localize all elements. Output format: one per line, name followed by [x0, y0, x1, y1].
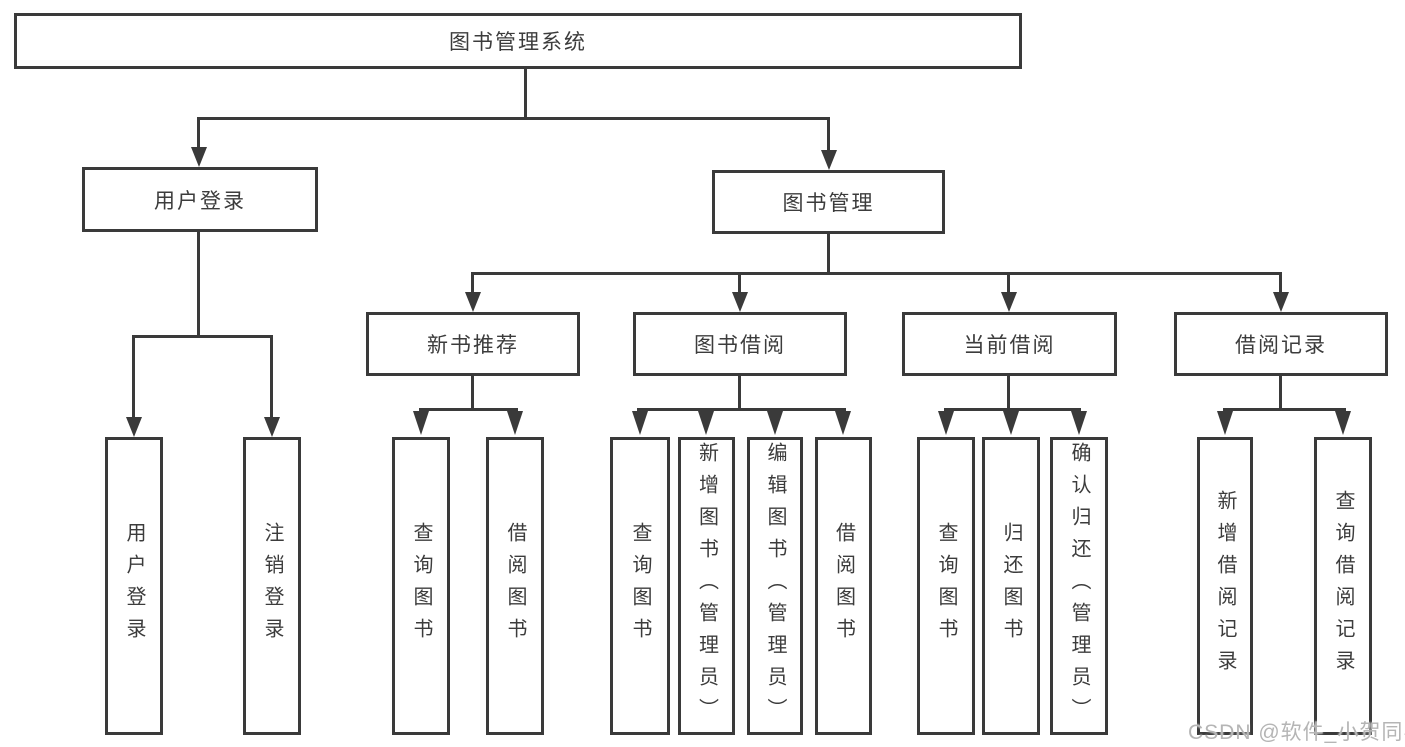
- node-label: 编辑图书（管理员）: [764, 442, 786, 730]
- arrowhead-down-icon: [835, 411, 851, 435]
- connector-to-book-borrow: [738, 272, 741, 298]
- connector-current-borrow-stem: [1007, 374, 1010, 410]
- node-label: 用户登录: [154, 189, 246, 213]
- connector-borrow-records-stem: [1279, 374, 1282, 410]
- leaf-logout: 注销登录: [243, 437, 301, 735]
- node-label: 借阅图书: [832, 522, 855, 650]
- leaf-query-books-2: 查询图书: [610, 437, 670, 735]
- connector-current-borrow-branch: [944, 408, 1081, 411]
- node-user-login: 用户登录: [82, 167, 318, 232]
- node-label: 确认归还（管理员）: [1068, 442, 1090, 730]
- connector-book-borrow-stem: [738, 374, 741, 410]
- arrowhead-down-icon: [632, 411, 648, 435]
- node-label: 新书推荐: [427, 334, 519, 357]
- connector-to-new-book: [471, 272, 474, 298]
- node-label: 当前借阅: [963, 334, 1056, 357]
- connector-to-leaf-user-login: [132, 335, 135, 421]
- arrowhead-down-icon: [732, 292, 748, 312]
- node-new-book-recommend: 新书推荐: [366, 312, 580, 376]
- arrowhead-down-icon: [1217, 411, 1233, 435]
- node-book-borrow: 图书借阅: [633, 312, 847, 376]
- node-current-borrow: 当前借阅: [902, 312, 1117, 376]
- node-label: 图书借阅: [694, 334, 786, 357]
- arrowhead-down-icon: [264, 417, 280, 437]
- arrowhead-down-icon: [126, 417, 142, 437]
- node-label: 图书管理: [782, 192, 875, 215]
- node-label: 用户登录: [123, 522, 145, 650]
- leaf-confirm-return-admin: 确认归还（管理员）: [1050, 437, 1108, 735]
- connector-root-stem: [524, 69, 527, 118]
- connector-to-user-login: [197, 117, 200, 153]
- node-label: 借阅图书: [504, 522, 526, 650]
- connector-user-login-branch: [132, 335, 273, 338]
- node-label: 新增图书（管理员）: [695, 442, 718, 730]
- arrowhead-down-icon: [465, 292, 481, 312]
- connector-new-book-branch: [419, 408, 518, 411]
- node-label: 查询图书: [935, 522, 957, 650]
- arrowhead-down-icon: [1071, 411, 1087, 435]
- leaf-add-borrow-record: 新增借阅记录: [1197, 437, 1253, 735]
- node-borrow-records: 借阅记录: [1174, 312, 1388, 376]
- connector-borrow-records-branch: [1223, 408, 1346, 411]
- node-label: 注销登录: [261, 522, 283, 650]
- leaf-add-book-admin: 新增图书（管理员）: [678, 437, 735, 735]
- node-label: 借阅记录: [1235, 334, 1327, 357]
- leaf-user-login: 用户登录: [105, 437, 163, 735]
- node-label: 查询借阅记录: [1332, 490, 1354, 682]
- connector-book-management-stem: [827, 233, 830, 275]
- node-label: 查询图书: [629, 522, 651, 650]
- connector-to-book-management: [827, 117, 830, 155]
- node-label: 新增借阅记录: [1214, 490, 1236, 682]
- connector-root-branch: [197, 117, 830, 120]
- arrowhead-down-icon: [1001, 292, 1017, 312]
- leaf-borrow-books-2: 借阅图书: [815, 437, 872, 735]
- arrowhead-down-icon: [1335, 411, 1351, 435]
- connector-new-book-stem: [471, 374, 474, 410]
- leaf-borrow-books-1: 借阅图书: [486, 437, 544, 735]
- leaf-return-book: 归还图书: [982, 437, 1040, 735]
- leaf-query-books-1: 查询图书: [392, 437, 450, 735]
- arrowhead-down-icon: [767, 411, 783, 435]
- leaf-query-borrow-record: 查询借阅记录: [1314, 437, 1372, 735]
- arrowhead-down-icon: [413, 411, 429, 435]
- arrowhead-down-icon: [698, 411, 714, 435]
- connector-user-login-stem: [197, 231, 200, 336]
- node-label: 归还图书: [1000, 522, 1022, 650]
- connector-to-borrow-records: [1279, 272, 1282, 298]
- arrowhead-down-icon: [1273, 292, 1289, 312]
- arrowhead-down-icon: [507, 411, 523, 435]
- connector-to-current-borrow: [1007, 272, 1010, 298]
- node-label: 查询图书: [410, 522, 432, 650]
- node-book-management: 图书管理: [712, 170, 945, 234]
- arrowhead-down-icon: [821, 150, 837, 170]
- arrowhead-down-icon: [938, 411, 954, 435]
- leaf-query-books-3: 查询图书: [917, 437, 975, 735]
- arrowhead-down-icon: [1003, 411, 1019, 435]
- node-label: 图书管理系统: [449, 31, 587, 54]
- connector-to-leaf-logout: [270, 335, 273, 421]
- connector-book-borrow-branch: [637, 408, 846, 411]
- leaf-edit-book-admin: 编辑图书（管理员）: [747, 437, 803, 735]
- node-root: 图书管理系统: [14, 13, 1022, 69]
- csdn-watermark: CSDN @软件_小贺同学: [1188, 721, 1405, 744]
- connector-book-management-branch: [471, 272, 1282, 275]
- arrowhead-down-icon: [191, 147, 207, 167]
